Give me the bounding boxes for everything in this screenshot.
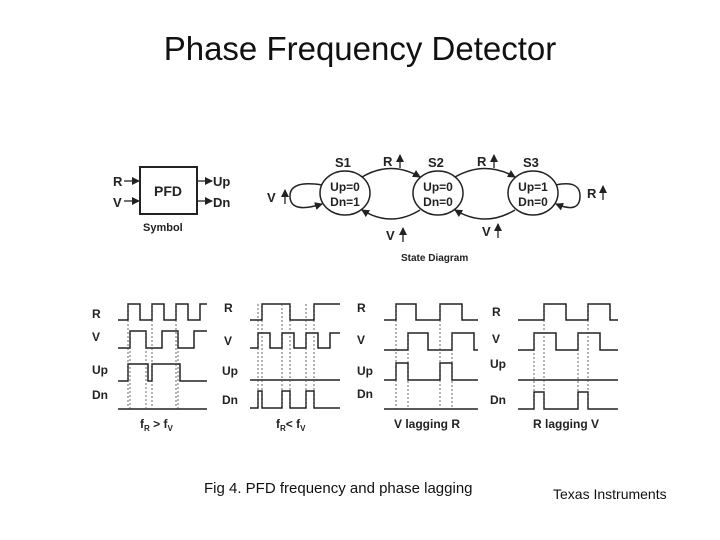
transition-s3-s2 — [454, 209, 516, 220]
panel1-label-up: Up — [92, 363, 108, 377]
slide-title: Phase Frequency Detector — [163, 30, 557, 67]
transition-s2-s3 — [454, 167, 516, 178]
panel3-wave-v — [384, 332, 478, 351]
panel4-label-dn: Dn — [490, 393, 506, 407]
pfd-output-dn-label: Dn — [213, 195, 230, 210]
panel3-label-v: V — [357, 333, 365, 347]
panel2-label-up: Up — [222, 364, 238, 378]
figure-caption: Fig 4. PFD frequency and phase lagging — [204, 480, 473, 497]
panel1-label-dn: Dn — [92, 388, 108, 402]
panel2-wave-r — [250, 303, 340, 321]
pfd-input-v-label: V — [113, 195, 122, 210]
self-loop-s3 — [555, 183, 581, 211]
timing-panel-2: R V Up Dn fR< fV — [222, 301, 340, 433]
state-labels: S1 S2 S3 Up=0 Dn=1 Up=0 Dn=0 Up=1 Dn=0 R… — [267, 154, 607, 264]
transition-s2-s1 — [361, 209, 421, 220]
panel1-label-v: V — [92, 330, 100, 344]
panel2-label-v: V — [224, 334, 232, 348]
transition-label-r-2: R — [477, 154, 487, 169]
state-s2-line1: Up=0 — [423, 180, 453, 194]
state-s3 — [507, 170, 559, 216]
transition-label-v-1: V — [386, 228, 395, 243]
panel1-label-r: R — [92, 307, 101, 321]
panel3-wave-up — [384, 362, 478, 381]
panel2-label-r: R — [224, 301, 233, 315]
panel4-label-v: V — [492, 332, 500, 346]
state-s1-name: S1 — [335, 155, 351, 170]
panel2-wave-v — [250, 332, 340, 349]
self-loop-s1 — [289, 183, 323, 210]
panel4-wave-v — [518, 332, 618, 351]
state-s2 — [412, 170, 464, 216]
pfd-block — [139, 166, 198, 215]
state-s2-name: S2 — [428, 155, 444, 170]
state-s3-name: S3 — [523, 155, 539, 170]
panel2-wave-dn — [250, 390, 340, 409]
transition-label-r-1: R — [383, 154, 393, 169]
state-diagram-caption: State Diagram — [401, 253, 468, 264]
state-s3-line2: Dn=0 — [518, 195, 548, 209]
panel4-caption: R lagging V — [533, 417, 599, 431]
rising-edge-arrows — [281, 154, 607, 242]
transition-label-v-2: V — [482, 224, 491, 239]
panel3-label-up: Up — [357, 364, 373, 378]
panel3-label-dn: Dn — [357, 387, 373, 401]
state-diagram — [289, 167, 581, 220]
panel2-label-dn: Dn — [222, 393, 238, 407]
panel1-wave-r — [118, 303, 207, 321]
state-s1-line1: Up=0 — [330, 180, 360, 194]
timing-panel-4: R V Up Dn R lagging V — [490, 303, 618, 431]
panel3-label-r: R — [357, 301, 366, 315]
panel1-caption: fR > fV — [140, 417, 173, 433]
pfd-block-label: PFD — [154, 183, 182, 199]
transition-label-r-self: R — [587, 186, 597, 201]
panel3-caption: V lagging R — [394, 417, 460, 431]
timing-panel-1: R V Up Dn fR > fV — [92, 303, 207, 433]
state-s2-line2: Dn=0 — [423, 195, 453, 209]
state-s1-line2: Dn=1 — [330, 195, 360, 209]
transition-label-v-self: V — [267, 190, 276, 205]
pfd-symbol: PFD R V Up Dn Symbol — [113, 166, 230, 234]
source-credit: Texas Instruments — [553, 486, 667, 502]
panel4-wave-r — [518, 303, 618, 321]
panel1-wave-v — [118, 330, 207, 349]
panel3-wave-r — [384, 303, 478, 321]
panel4-label-up: Up — [490, 357, 506, 371]
pfd-input-r-label: R — [113, 174, 123, 189]
panel4-label-r: R — [492, 305, 501, 319]
panel2-caption: fR< fV — [276, 417, 306, 433]
state-s3-line1: Up=1 — [518, 180, 548, 194]
panel4-wave-dn — [518, 391, 618, 410]
pfd-output-up-label: Up — [213, 174, 230, 189]
timing-panel-3: R V Up Dn V lagging R — [357, 301, 478, 431]
transition-s1-s2 — [361, 167, 421, 178]
state-s1 — [319, 170, 371, 216]
symbol-caption: Symbol — [143, 222, 183, 234]
panel1-wave-up — [118, 363, 207, 382]
